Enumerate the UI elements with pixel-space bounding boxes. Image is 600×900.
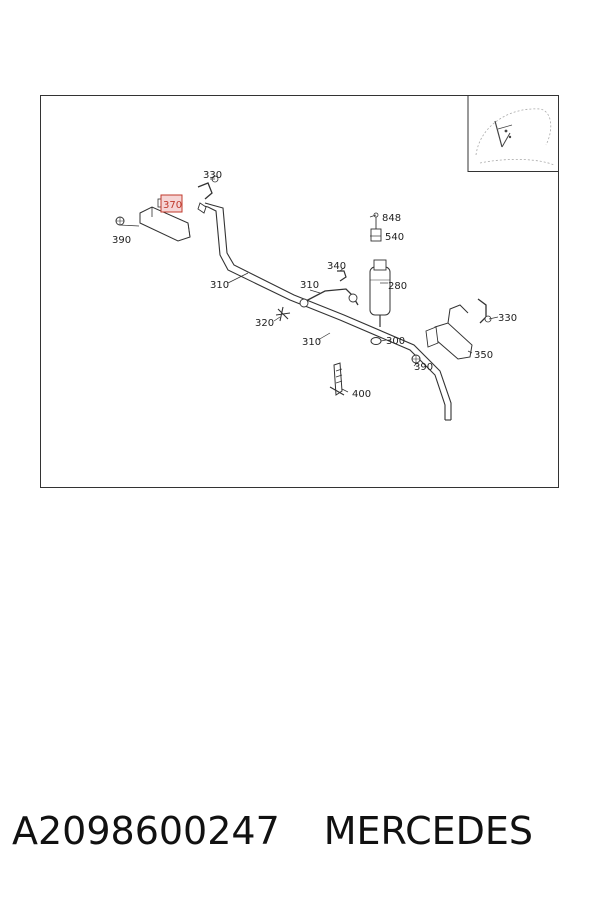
callout-400: 400 bbox=[352, 389, 371, 400]
callout-330-right: 330 bbox=[498, 313, 517, 324]
inset-locator-thumbnail bbox=[467, 95, 559, 172]
callout-540: 540 bbox=[385, 232, 404, 243]
part-number: A2098600247 bbox=[12, 809, 280, 853]
brand-name: MERCEDES bbox=[323, 809, 534, 853]
callout-310-left: 310 bbox=[210, 280, 229, 291]
callout-350: 350 bbox=[474, 350, 493, 361]
callout-310-middle: 310 bbox=[300, 280, 319, 291]
bolt-390-left bbox=[115, 216, 125, 226]
washer-pump-280 bbox=[369, 259, 391, 327]
highlight-box-370 bbox=[160, 194, 183, 213]
hose-clip-upper bbox=[197, 202, 207, 214]
parts-diagram: 330 370 390 310 848 540 340 280 310 320 … bbox=[40, 95, 559, 488]
grommet-300 bbox=[370, 337, 382, 345]
bolt-390-right bbox=[411, 354, 421, 364]
callout-leader-lines bbox=[119, 178, 499, 393]
callout-300: 300 bbox=[386, 336, 405, 347]
elbow-fitting-330-right bbox=[477, 298, 492, 324]
connector-848-540 bbox=[370, 212, 382, 242]
washer-hose-line bbox=[199, 202, 452, 421]
callout-848: 848 bbox=[382, 213, 401, 224]
callout-390-right: 390 bbox=[414, 362, 433, 373]
callout-330-left: 330 bbox=[203, 170, 222, 181]
part-caption: A2098600247 MERCEDES bbox=[12, 806, 592, 856]
valve-320 bbox=[275, 306, 291, 322]
callout-340: 340 bbox=[327, 261, 346, 272]
callout-390-left: 390 bbox=[112, 235, 131, 246]
bracket-right bbox=[425, 326, 439, 348]
callout-280: 280 bbox=[388, 281, 407, 292]
hose-clip-400 bbox=[329, 362, 345, 396]
callout-370[interactable]: 370 bbox=[163, 200, 182, 211]
callout-310-lower: 310 bbox=[302, 337, 321, 348]
hose-310-middle bbox=[299, 288, 359, 308]
callout-320: 320 bbox=[255, 318, 274, 329]
